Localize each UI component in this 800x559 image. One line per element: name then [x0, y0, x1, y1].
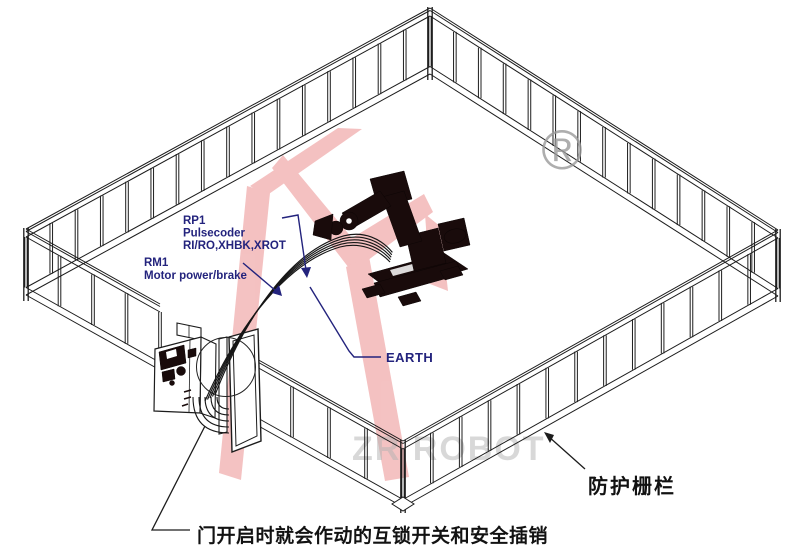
fence-rail	[25, 7, 431, 230]
callout-leaders	[150, 214, 586, 531]
fence-rail	[25, 228, 161, 305]
cabinet-small-block	[187, 347, 197, 359]
cable-line	[211, 236, 393, 397]
rm1-label-desc: Motor power/brake	[144, 270, 247, 282]
robot-foot	[397, 291, 422, 307]
callout-labels: RP1 Pulsecoder RI/RO,XHBK,XROT RM1 Motor…	[144, 215, 676, 547]
coil-arc	[198, 396, 230, 428]
cabinet-knob	[176, 366, 186, 376]
fence-corner-foot	[391, 496, 415, 512]
interlock-label: 门开启时就会作动的互锁开关和安全插销	[197, 524, 548, 547]
robot-foot	[439, 265, 464, 281]
fence-rail	[254, 416, 404, 500]
rp1-label-line2: Pulsecoder	[183, 228, 246, 240]
robot-upper-arm	[381, 190, 423, 248]
fence-rail	[402, 288, 779, 500]
fence-rail	[25, 66, 431, 288]
fence-label: 防护栅栏	[588, 474, 676, 498]
fence-rail	[254, 357, 404, 442]
fence-rail	[429, 73, 779, 297]
cable-bundle	[204, 233, 393, 402]
fence-arrowhead	[544, 432, 554, 443]
cable-line	[204, 244, 391, 402]
fence-leader	[547, 435, 586, 470]
fence-rail	[25, 10, 431, 232]
coil-arc	[210, 396, 230, 416]
robot-arm	[312, 170, 471, 307]
rm1-arrowhead	[272, 285, 282, 296]
fence-rail	[429, 15, 779, 239]
pendant-screen	[166, 349, 177, 359]
cable-line	[209, 239, 392, 399]
fence-rail	[402, 295, 779, 508]
rp1-label-line1: RP1	[183, 215, 206, 227]
brand-text-watermark: ZR ROBOT	[352, 430, 546, 468]
robot-foot	[361, 283, 386, 299]
cable-line	[214, 233, 393, 396]
robot-end-effector	[312, 213, 334, 241]
cabinet-vent-line	[183, 389, 192, 393]
fence-rail	[402, 237, 779, 450]
logo-shape	[250, 128, 362, 196]
fence-rail	[429, 10, 779, 233]
gate-door-inner-frame	[232, 334, 258, 447]
teach-pendant	[158, 344, 187, 371]
cable-line	[206, 242, 392, 400]
fence-rail	[25, 15, 431, 238]
fence-rail	[402, 229, 779, 442]
fence-rail	[25, 73, 431, 296]
fence-rail	[402, 232, 779, 444]
fence-rail	[25, 231, 161, 307]
fence-rail	[25, 287, 161, 363]
rp1-label-line3: RI/RO,XHBK,XROT	[183, 240, 286, 252]
robot-wrist-highlight	[346, 218, 352, 224]
interlock-leader	[150, 425, 206, 531]
rm1-label-title: RM1	[144, 257, 169, 269]
earth-label: EARTH	[386, 350, 433, 365]
logo-shape	[346, 256, 409, 481]
cabinet-button	[169, 380, 175, 386]
registered-trademark-watermark: ®	[541, 118, 582, 181]
robot-counterweight	[443, 228, 467, 244]
fence-rail	[254, 423, 404, 508]
fence-rail	[254, 365, 404, 450]
gate-door-panel	[228, 328, 262, 454]
cabinet-panel-block	[161, 368, 176, 383]
fence-rail	[25, 294, 161, 371]
coil-arc	[216, 396, 230, 410]
rm1-leader	[242, 262, 277, 292]
fence-rail	[429, 7, 779, 231]
cabinet-vent-line	[183, 396, 192, 400]
controller-cabinet	[153, 322, 217, 419]
rp1-leader	[281, 214, 307, 271]
door-swing-arc	[196, 337, 256, 397]
fence-rail	[25, 236, 161, 313]
rp1-arrowhead	[301, 267, 311, 278]
cabinet-vent-line	[181, 403, 189, 407]
fence-rail	[429, 66, 779, 289]
fence-rail	[254, 360, 404, 444]
coil-arc	[192, 396, 230, 434]
safety-fence	[23, 7, 781, 513]
earth-leader	[309, 286, 381, 358]
